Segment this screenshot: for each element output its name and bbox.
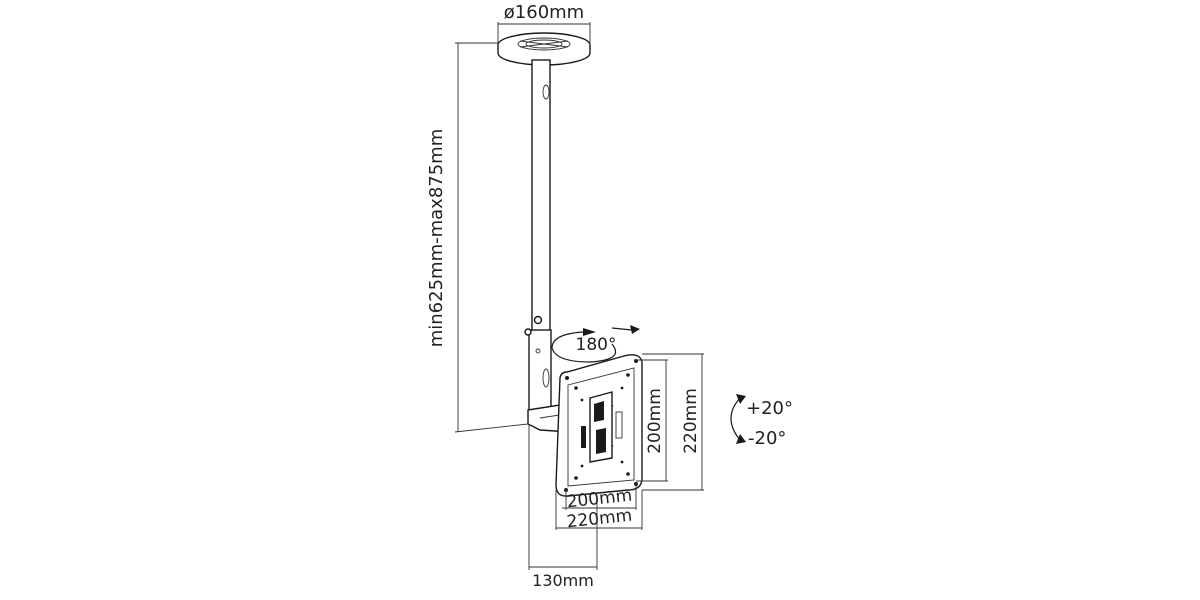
- dimension-lines: [454, 22, 704, 570]
- plate-outer-height-label: 220mm: [681, 388, 701, 454]
- pole: [524, 59, 552, 411]
- vesa-plate: [555, 354, 643, 497]
- tilt-down-label: -20°: [748, 428, 786, 449]
- depth-label: 130mm: [532, 571, 594, 590]
- rotation-arrow: [551, 325, 640, 363]
- plate-inner-height-label: 200mm: [645, 388, 665, 454]
- top-diameter-label: ø160mm: [504, 2, 584, 23]
- tilt-arrow: [730, 394, 746, 444]
- dimension-labels: ø160mm min625mm-max875mm 180° 200mm 220m…: [426, 2, 793, 590]
- height-range-label: min625mm-max875mm: [426, 129, 447, 348]
- tilt-up-label: +20°: [746, 398, 793, 419]
- rotation-label: 180°: [576, 335, 617, 355]
